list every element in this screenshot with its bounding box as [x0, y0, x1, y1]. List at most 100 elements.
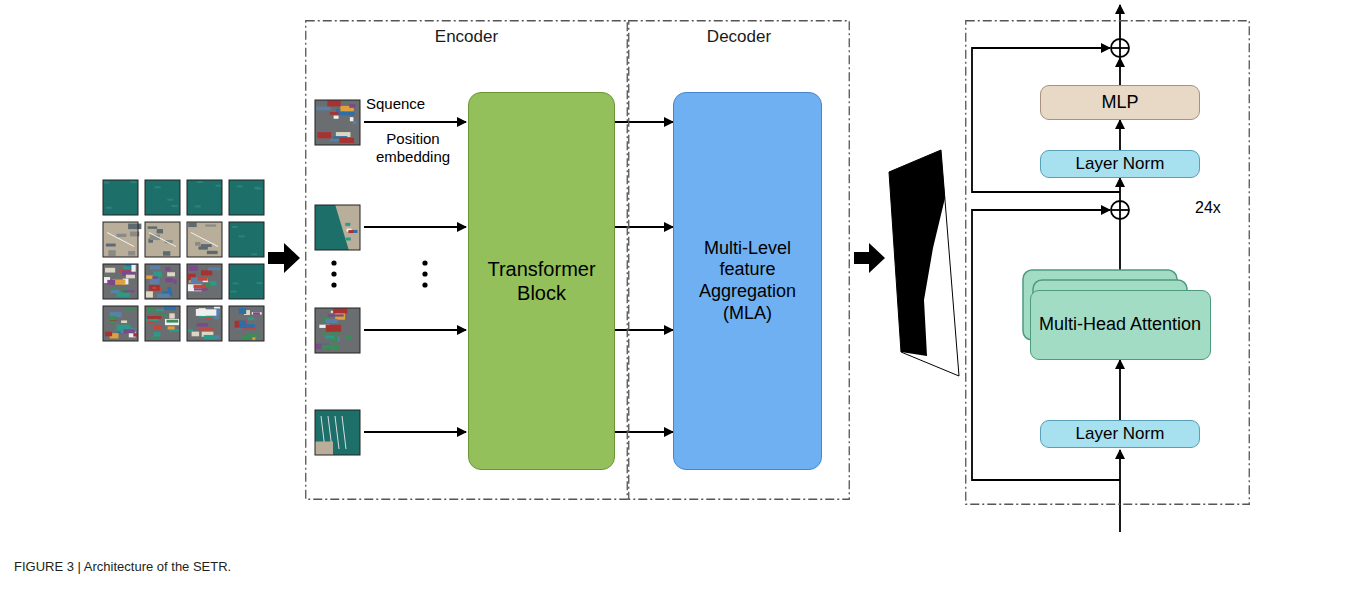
connector-arrow — [615, 226, 673, 228]
container-block — [326, 319, 338, 323]
container-block — [316, 107, 330, 111]
container-block — [131, 265, 135, 272]
input-image-patches — [103, 180, 264, 341]
container-block — [165, 267, 170, 271]
crane-line — [191, 233, 218, 247]
dash-dot-border — [966, 21, 1250, 505]
box-label: Multi-Head Attention — [1039, 314, 1201, 336]
caption-slot: FIGURE 3 | Architecture of the SETR. — [14, 559, 231, 575]
transformer-block: Transformer Block — [468, 92, 615, 470]
container-block — [327, 100, 340, 106]
input-arrow — [1119, 450, 1121, 532]
frame-title: 24x — [1195, 198, 1221, 217]
patch-border — [145, 222, 180, 257]
patch-border — [187, 180, 222, 215]
container-block — [152, 287, 156, 289]
mla-block: Multi-Level feature Aggregation (MLA) — [673, 92, 822, 470]
image-patch — [229, 306, 264, 341]
frame-title: Decoder — [628, 27, 850, 47]
image-patch — [187, 180, 222, 215]
container-block — [194, 288, 208, 290]
add-symbol — [1111, 201, 1129, 219]
connector-arrow — [615, 431, 673, 433]
dot — [422, 260, 427, 265]
container-block — [165, 278, 173, 282]
container-block — [204, 335, 216, 340]
dot — [331, 282, 336, 287]
container-block — [168, 287, 172, 294]
patch-ground — [145, 306, 180, 341]
patch-border — [229, 180, 264, 215]
container-block — [199, 308, 206, 313]
box-label: Transformer Block — [477, 257, 606, 305]
port-structure — [198, 247, 207, 250]
container-block — [111, 288, 116, 291]
patch-ground — [315, 205, 360, 250]
mask-outline — [889, 150, 959, 376]
connector-arrow — [1119, 120, 1121, 150]
image-patch — [145, 264, 180, 299]
image-patch — [315, 205, 360, 250]
patch-ground — [229, 264, 264, 299]
container-block — [206, 283, 211, 287]
port-structure — [205, 224, 216, 226]
patch-border — [187, 306, 222, 341]
container-block — [154, 332, 161, 337]
box-label: Multi-Level feature Aggregation (MLA) — [682, 238, 813, 324]
container-block — [248, 317, 254, 320]
patch-ground — [315, 100, 360, 145]
add-cross — [1119, 39, 1121, 57]
patch-ground — [187, 222, 222, 257]
image-patch — [187, 306, 222, 341]
big-arrow — [268, 243, 300, 273]
image-patch — [103, 306, 138, 341]
container-block — [197, 323, 209, 326]
connector-arrow — [615, 329, 673, 331]
container-block — [349, 104, 355, 108]
quay-area — [335, 205, 360, 250]
water-ripple — [251, 253, 257, 255]
port-structure — [128, 224, 141, 230]
container-block — [123, 266, 130, 269]
quay-area — [315, 442, 333, 456]
water-ripple — [197, 181, 203, 183]
image-patch — [145, 222, 180, 257]
port-structure — [116, 234, 126, 237]
container-block — [325, 336, 334, 339]
patch-ground — [145, 264, 180, 299]
image-patch — [103, 222, 141, 257]
port-structure — [148, 226, 158, 228]
transformer-layer-frame: Layer NormMulti-Head AttentionLayer Norm… — [965, 20, 1250, 505]
water-ripple — [237, 185, 243, 187]
container-block — [321, 344, 339, 349]
patch-border — [315, 410, 360, 455]
label-slot: Squence — [366, 95, 461, 113]
container-block — [201, 270, 212, 275]
big-arrow — [854, 243, 885, 273]
layer-norm-box: Layer Norm — [1040, 420, 1200, 448]
image-patch — [229, 180, 264, 215]
container-block — [326, 325, 341, 332]
container-block — [322, 332, 338, 334]
container-block — [328, 314, 344, 316]
dot — [422, 282, 427, 287]
crane-line — [107, 233, 134, 247]
water-ripple — [106, 207, 112, 209]
container-block — [169, 313, 174, 318]
port-structure — [108, 250, 115, 256]
mask-region — [889, 150, 945, 356]
container-block — [241, 324, 255, 327]
container-block — [157, 294, 169, 298]
patch-ground — [187, 264, 222, 299]
container-block — [333, 308, 347, 313]
patch-ground — [315, 308, 360, 353]
segmentation-mask — [889, 150, 959, 376]
crane-line — [342, 416, 346, 449]
decoder-frame: Multi-Level feature Aggregation (MLA) Dec… — [628, 20, 850, 500]
container-block — [246, 333, 258, 337]
water-ripple — [195, 205, 201, 207]
image-patch — [315, 410, 360, 455]
image-patch — [187, 222, 222, 257]
container-block — [345, 223, 350, 226]
container-block — [126, 275, 135, 279]
